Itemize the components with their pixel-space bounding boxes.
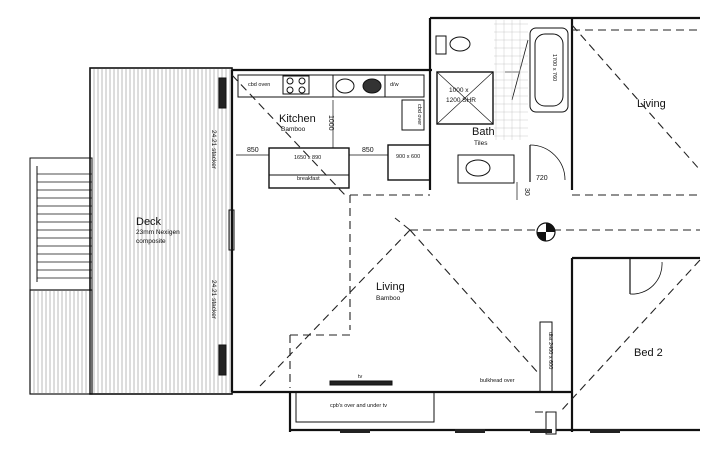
tv-cupboard (295, 380, 435, 423)
exterior-walls (230, 16, 700, 432)
deck-label: Deck (136, 216, 162, 228)
bed2-label: Bed 2 (634, 347, 663, 359)
dw-label: d/w (390, 82, 399, 88)
tv-label: tv (358, 374, 363, 380)
dist-label: dist 2400 x 600 (547, 332, 553, 370)
living-material: Bamboo (376, 295, 401, 302)
dim-1000: 1000 (327, 115, 334, 131)
living-label: Living (376, 281, 405, 293)
living-upper-label: Living (637, 98, 666, 110)
kitchen-material: Bamboo (281, 126, 306, 133)
dim-850-right: 850 (362, 147, 374, 154)
stairs (29, 157, 93, 291)
bed2-walls (539, 258, 663, 435)
dim-850-left: 850 (247, 147, 259, 154)
stacker-door-frames (218, 77, 235, 376)
bath-label: Bath (472, 126, 495, 138)
deck-boards (29, 67, 233, 395)
cbd-oven-label: cbd oven (248, 82, 271, 88)
dim-720: 720 (536, 175, 548, 182)
windows (340, 429, 620, 433)
shower-size-label: 1000 x (449, 87, 469, 94)
kitchen-fixtures (237, 74, 431, 189)
shower-size-label-2: 1200 SHR (446, 97, 476, 104)
deck-material: 23mm Nexigen (136, 229, 180, 236)
cbd-over-label: cbd over (416, 104, 422, 126)
fridge-size-label: 900 x 600 (396, 154, 421, 160)
bath-material: Tiles (474, 140, 488, 147)
dim-30: 30 (523, 188, 530, 196)
ceiling-lines (231, 24, 701, 413)
breakfast-label: breakfast (297, 176, 320, 182)
tv-cupboard-label: cpb's over and under tv (330, 403, 388, 409)
stacker-label-upper: 24.21 stacker (210, 130, 217, 170)
bathroom-fixtures (435, 20, 569, 184)
bulkhead-label: bulkhead over (480, 378, 515, 384)
bath-size-label: 1700 x 760 (551, 54, 557, 82)
datum-marker-icon (536, 222, 556, 242)
bench-size-label: 1650 x 890 (294, 155, 322, 161)
stacker-label-lower: 24.21 stacker (210, 280, 217, 320)
kitchen-label: Kitchen (279, 113, 316, 125)
deck-material-2: composite (136, 238, 166, 245)
dimension-lines (236, 100, 518, 200)
